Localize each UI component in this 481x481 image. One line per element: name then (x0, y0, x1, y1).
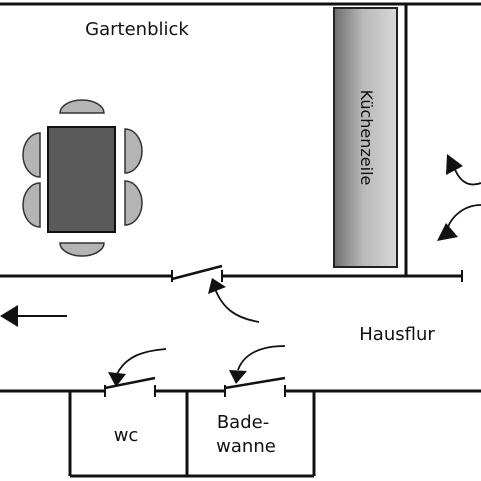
chair-right-1 (124, 128, 143, 174)
arrow-left-icon (0, 305, 67, 327)
kitchen-label: Küchenzeile (357, 90, 376, 186)
room-label-wc: wc (114, 425, 139, 446)
chair-left-1 (22, 132, 41, 178)
chair-bottom (59, 242, 105, 257)
chair-right-2 (124, 180, 143, 226)
doors (104, 264, 286, 390)
room-label-hausflur: Hausflur (359, 324, 435, 345)
kitchen-block (333, 7, 398, 268)
curved-arrow-icon-wc-door (108, 348, 167, 387)
chairs (22, 99, 143, 257)
wall-ticks (104, 270, 463, 397)
chair-top (59, 99, 105, 114)
curved-arrow-icon-room-door (208, 278, 260, 323)
room-label-bath-line2: wanne (216, 436, 276, 457)
curved-arrow-icon-right-lower (437, 204, 481, 241)
curved-arrow-icon-right-upper (446, 154, 481, 186)
dining-table (47, 126, 116, 233)
wc-door (104, 376, 156, 390)
chair-left-2 (22, 182, 41, 228)
room-label-gartenblick: Gartenblick (85, 19, 189, 40)
curved-arrow-icon-bath-door (229, 345, 286, 384)
room-door (171, 264, 223, 281)
room-label-bath-line1: Bade- (217, 412, 269, 433)
bath-door (224, 376, 286, 390)
